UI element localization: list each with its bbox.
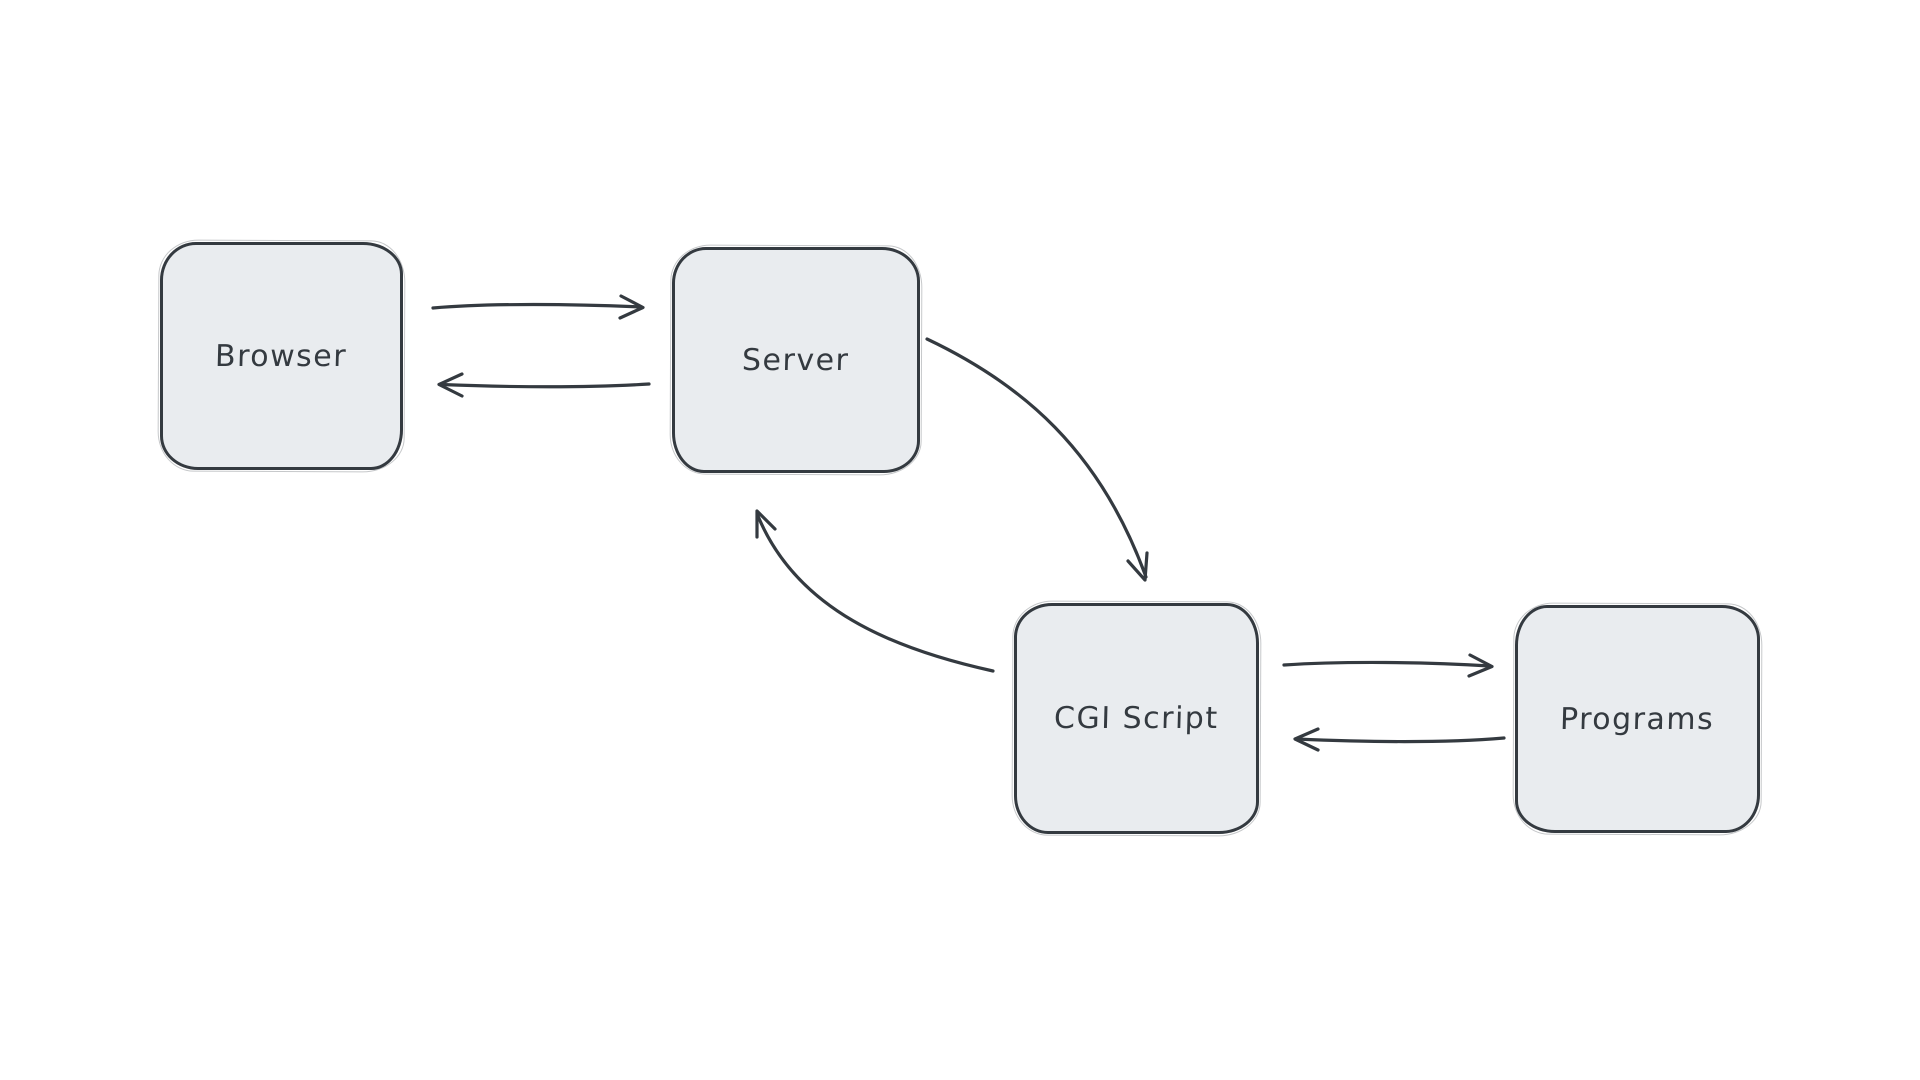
arrowhead-right-icon	[1467, 653, 1494, 678]
node-label: CGI Script	[1053, 701, 1220, 736]
node-cgi-script[interactable]: CGI Script	[1014, 603, 1259, 834]
arrow-cgi-script-to-programs[interactable]	[1282, 653, 1494, 678]
node-programs[interactable]: Programs	[1515, 605, 1760, 833]
arrow-programs-to-cgi-script[interactable]	[1293, 727, 1506, 752]
arrowhead-left-icon	[1293, 727, 1320, 752]
arrow-shaft	[1295, 736, 1506, 744]
arrow-browser-to-server[interactable]	[431, 294, 645, 320]
arrow-shaft	[431, 302, 643, 310]
node-browser[interactable]: Browser	[160, 242, 403, 470]
node-server[interactable]: Server	[672, 247, 920, 473]
arrow-shaft	[756, 514, 995, 673]
node-label: Programs	[1559, 701, 1716, 737]
arrow-cgi-script-to-server[interactable]	[755, 509, 995, 673]
arrow-shaft	[439, 382, 651, 389]
node-label: Server	[741, 342, 851, 378]
arrowhead-down-icon	[1126, 551, 1149, 582]
arrow-server-to-cgi-script[interactable]	[925, 337, 1149, 582]
arrow-server-to-browser[interactable]	[437, 372, 651, 398]
arrow-shaft	[1282, 660, 1492, 668]
arrow-shaft	[925, 337, 1148, 579]
node-label: Browser	[214, 338, 348, 374]
arrowhead-up-icon	[755, 509, 777, 539]
arrowhead-right-icon	[618, 294, 645, 320]
arrowhead-left-icon	[437, 372, 464, 398]
